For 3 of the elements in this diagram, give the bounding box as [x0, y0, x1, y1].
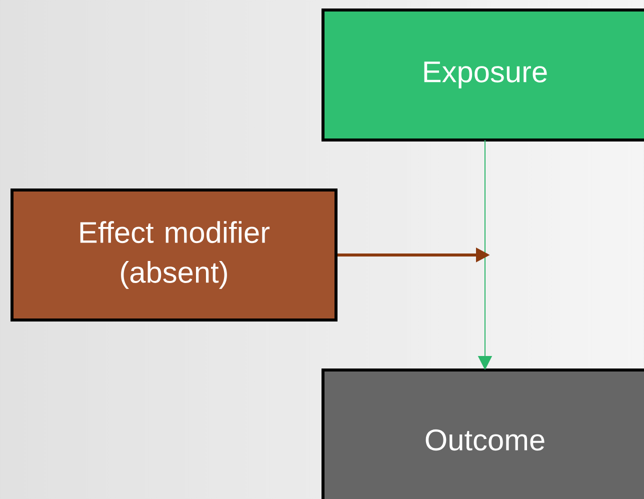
- box: Outcome: [322, 368, 644, 499]
- box: Exposure: [322, 8, 644, 142]
- box: Effect modifier (absent): [10, 188, 338, 322]
